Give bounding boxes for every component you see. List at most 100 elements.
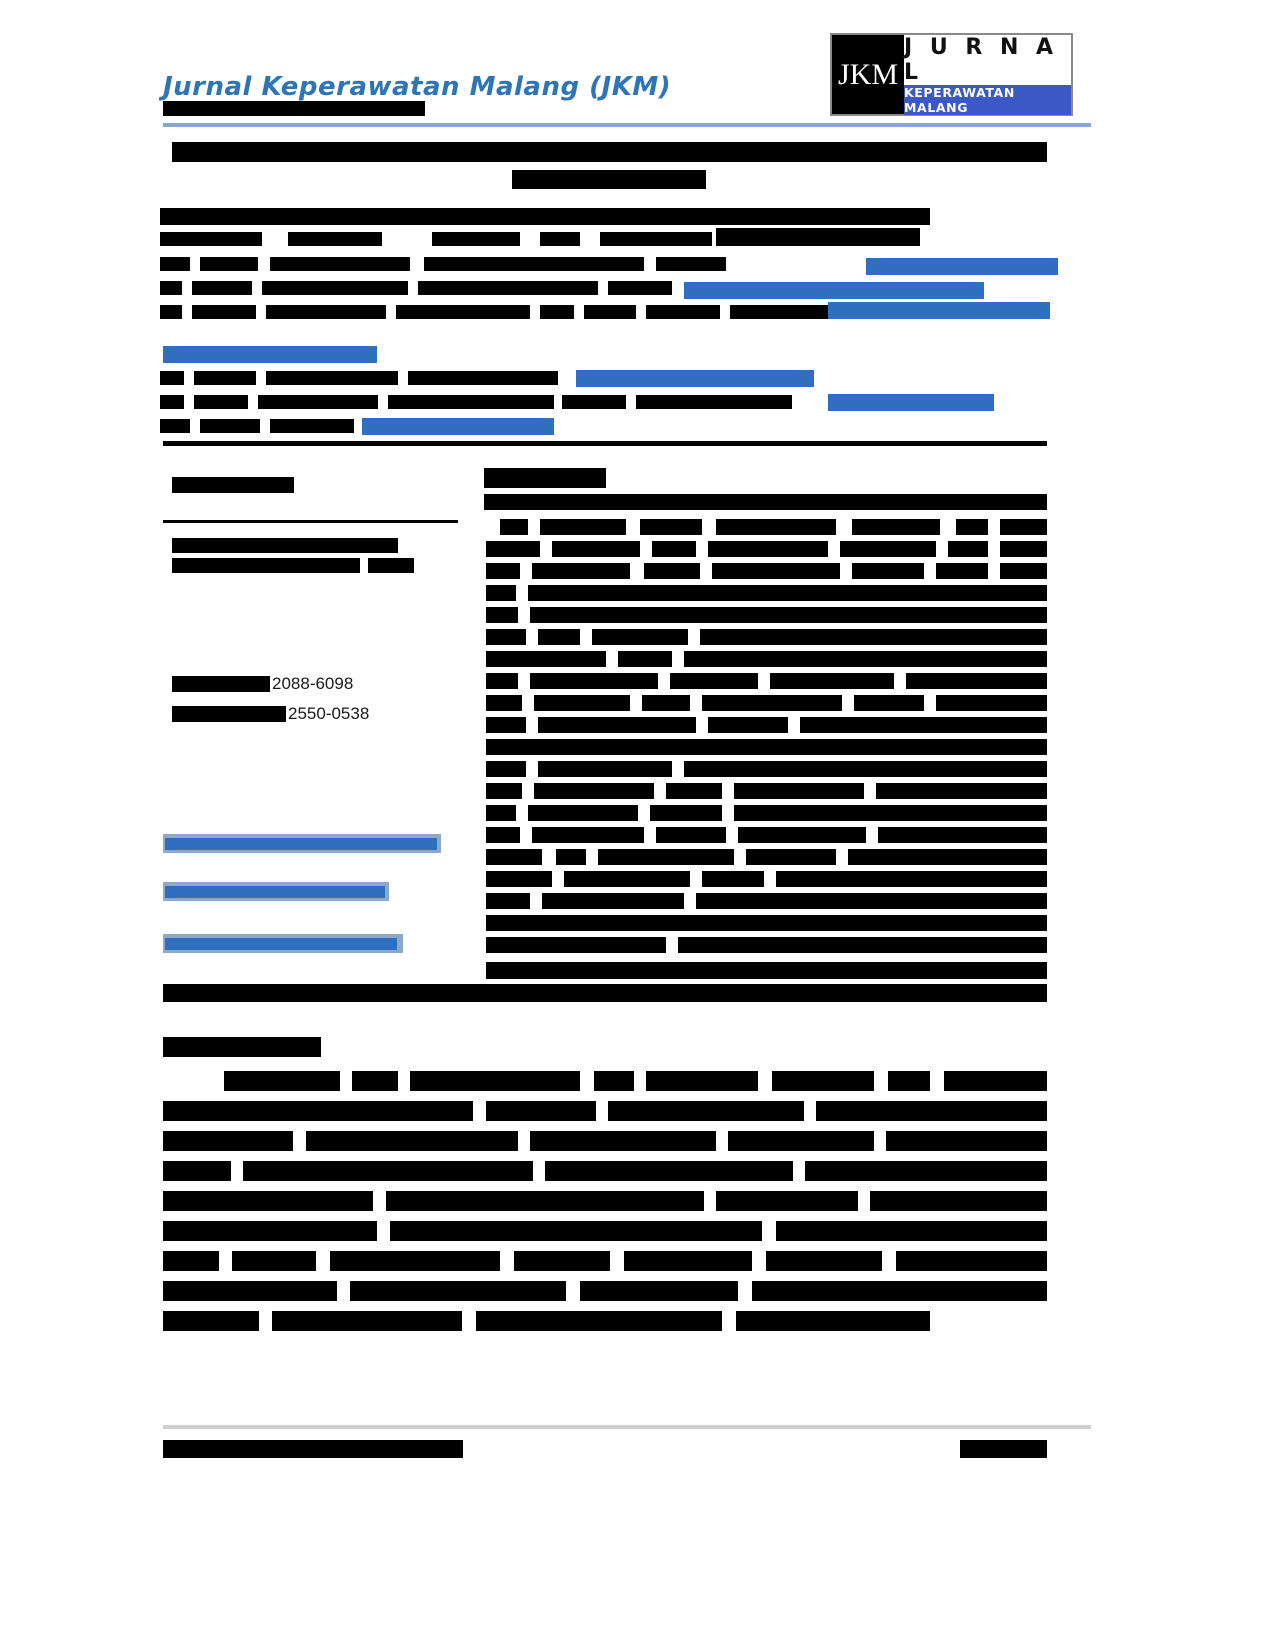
abstract-line-14c <box>666 783 722 799</box>
masthead-divider <box>163 123 1091 127</box>
affiliation-line-5b <box>194 395 248 409</box>
abstract-line-05a <box>486 585 516 601</box>
intro-line-09a <box>163 1311 259 1331</box>
abstract-line-04c <box>644 563 700 579</box>
intro-line-05b <box>386 1191 704 1211</box>
journal-volume-line: Vol. 09 No. (1) Juni 2024/ ID 193-08 <box>163 101 425 116</box>
footer-left-text <box>163 1440 463 1458</box>
abstract-line-04g <box>1000 563 1047 579</box>
doi-link[interactable] <box>165 938 397 950</box>
abstract-line-20 <box>486 915 1047 931</box>
abstract-line-02c <box>640 519 702 535</box>
intro-line-01a <box>224 1071 340 1091</box>
author-line-2f <box>716 228 920 246</box>
abstract-line-13c <box>684 761 1047 777</box>
intro-line-01g <box>888 1071 930 1091</box>
intro-line-01e <box>646 1071 758 1091</box>
abstract-line-10e <box>854 695 924 711</box>
intro-line-07a <box>163 1251 219 1271</box>
abstract-line-13b <box>538 761 672 777</box>
abstract-line-15a <box>486 805 516 821</box>
abstract-line-03d <box>708 541 828 557</box>
abstract-line-01 <box>484 494 1047 510</box>
affiliation-line-5e <box>562 395 626 409</box>
affiliation-line-3c <box>266 305 386 319</box>
journal-email-link[interactable] <box>165 886 385 898</box>
sidebar-meta-line-2 <box>172 558 360 573</box>
intro-line-07d <box>514 1251 610 1271</box>
abstract-line-10d <box>702 695 842 711</box>
abstract-line-14a <box>486 783 522 799</box>
email-link-1[interactable] <box>866 258 1058 275</box>
intro-line-08b <box>350 1281 566 1301</box>
email-link-2[interactable] <box>684 282 984 299</box>
abstract-line-19c <box>696 893 1047 909</box>
affiliation-line-2c <box>262 281 408 295</box>
intro-line-05a <box>163 1191 373 1211</box>
intro-line-03d <box>728 1131 874 1151</box>
affiliation-line-6c <box>270 419 354 433</box>
intro-line-01d <box>594 1071 634 1091</box>
abstract-line-16d <box>738 827 866 843</box>
intro-line-04c <box>545 1161 793 1181</box>
affiliation-line-4d <box>408 371 558 385</box>
issn-online-label <box>172 706 286 722</box>
affiliation-line-1e <box>656 257 726 271</box>
email-link-5[interactable] <box>576 370 814 387</box>
author-line-1 <box>160 208 930 225</box>
affiliation-line-3b <box>192 305 256 319</box>
abstract-line-14d <box>734 783 864 799</box>
abstract-line-11b <box>538 717 696 733</box>
affiliation-line-3a <box>160 305 182 319</box>
footer-page-number <box>960 1440 1047 1458</box>
abstract-line-04f <box>936 563 988 579</box>
email-link-4[interactable] <box>163 346 377 363</box>
affiliation-line-3g <box>646 305 720 319</box>
intro-line-08d <box>752 1281 1047 1301</box>
abstract-line-08a <box>486 651 606 667</box>
article-title-line-2 <box>512 170 706 189</box>
intro-line-02c <box>608 1101 804 1121</box>
abstract-line-09d <box>770 673 894 689</box>
sidebar-meta-line-3 <box>368 558 414 573</box>
abstract-line-09e <box>906 673 1047 689</box>
article-title-line-1 <box>172 142 1047 162</box>
affiliation-line-4c <box>266 371 398 385</box>
affiliation-line-4a <box>160 371 184 385</box>
abstract-line-15d <box>734 805 1047 821</box>
email-link-7[interactable] <box>362 418 554 435</box>
abstract-line-09c <box>670 673 758 689</box>
email-link-6[interactable] <box>828 394 994 411</box>
abstract-line-08c <box>684 651 1047 667</box>
issn-print-value: 2088-6098 <box>272 674 354 693</box>
affiliation-line-2a <box>160 281 182 295</box>
affiliation-line-5c <box>258 395 378 409</box>
affiliation-line-3f <box>584 305 636 319</box>
abstract-line-09a <box>486 673 518 689</box>
abstract-line-03b <box>552 541 640 557</box>
abstract-line-10a <box>486 695 522 711</box>
intro-line-02b <box>486 1101 596 1121</box>
abstract-line-08b <box>618 651 672 667</box>
abstract-line-21b <box>678 937 1047 953</box>
abstract-line-07c <box>592 629 688 645</box>
journal-homepage-link[interactable] <box>165 838 437 850</box>
keywords-line <box>486 962 1047 979</box>
abstract-line-03f <box>948 541 988 557</box>
abstract-line-04b <box>532 563 630 579</box>
abstract-line-02a <box>500 519 528 535</box>
abstract-line-03g <box>1000 541 1047 557</box>
abstract-line-07b <box>538 629 580 645</box>
logo-wordmark: J U R N A L KEPERAWATAN MALANG <box>904 35 1071 115</box>
email-link-3[interactable] <box>828 302 1050 319</box>
intro-line-06a <box>163 1221 377 1241</box>
intro-line-08c <box>580 1281 738 1301</box>
intro-line-09b <box>272 1311 462 1331</box>
intro-line-07e <box>624 1251 752 1271</box>
sidebar-divider <box>163 520 458 523</box>
affiliation-line-6b <box>200 419 260 433</box>
affiliation-line-6a <box>160 419 190 433</box>
intro-line-03a <box>163 1131 293 1151</box>
logo-wordmark-bottom: KEPERAWATAN MALANG <box>904 85 1071 115</box>
